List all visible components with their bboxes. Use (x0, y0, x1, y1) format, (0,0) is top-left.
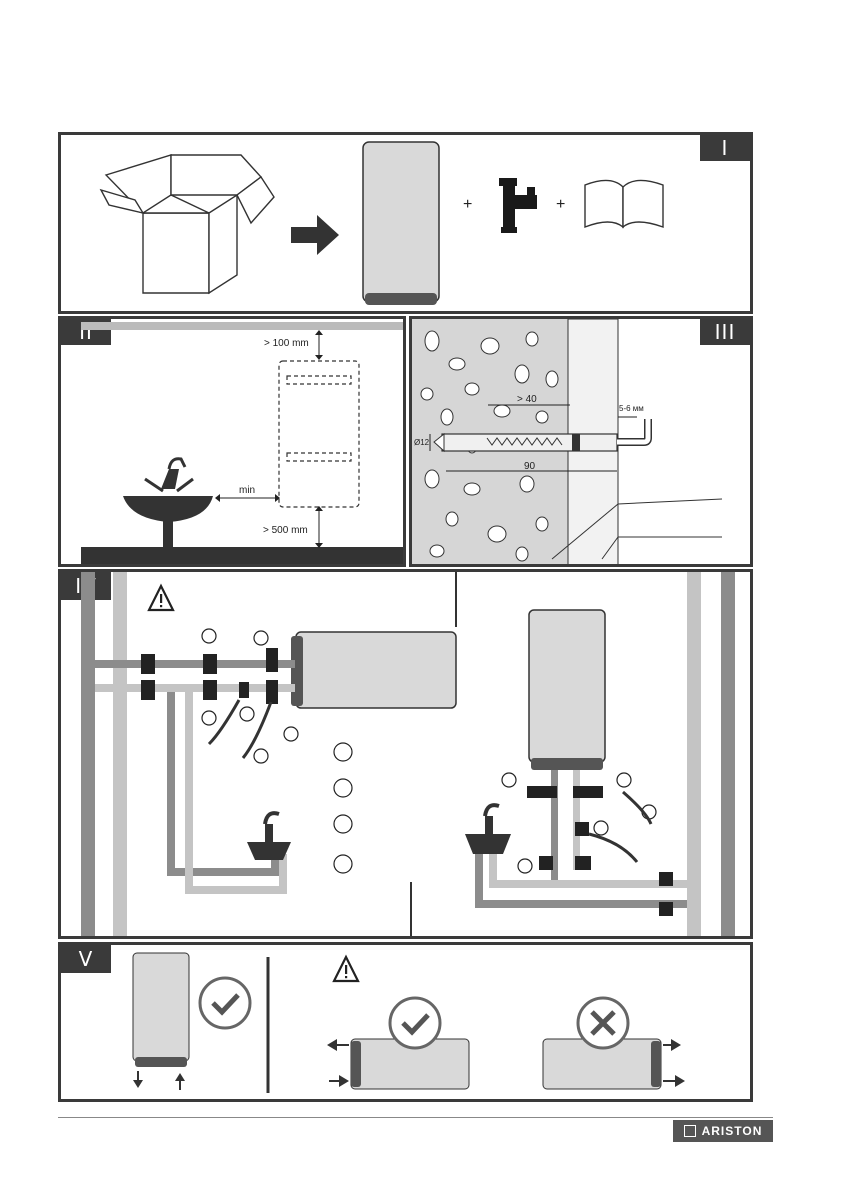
plus-sign: + (463, 196, 472, 213)
footer-divider (58, 1117, 773, 1118)
safety-valve-icon (499, 178, 537, 233)
clearance-side-label: min (239, 485, 255, 496)
plus-sign: + (556, 196, 565, 213)
unpacking-illustration: + + (99, 141, 664, 305)
panel-badge: V (61, 945, 111, 973)
plumbing-illustration (81, 572, 735, 936)
diameter-label: Ø12 (414, 438, 430, 447)
panel-badge: III (700, 319, 750, 345)
floor (81, 547, 403, 564)
vertical-heater (528, 609, 606, 763)
gap-label: 5-6 мм (619, 404, 644, 413)
panel-plumbing: IV (58, 569, 753, 939)
panel-clearances: II > 100 mm min > 500 mm (58, 316, 406, 567)
clearance-illustration: > 100 mm min > 500 mm (81, 322, 403, 564)
warning-icon (147, 583, 175, 612)
manual-book-icon (584, 179, 664, 229)
brand-name: ARISTON (701, 1124, 763, 1138)
clearance-bottom-label: > 500 mm (263, 525, 308, 536)
faucet-icon (247, 811, 291, 860)
brand-logo: ARISTON (673, 1120, 773, 1142)
panel-unpacking: I + + (58, 132, 753, 314)
faucet-icon (465, 803, 511, 854)
depth-label: > 40 (517, 394, 537, 405)
sink-icon (123, 457, 213, 559)
water-heater-icon (362, 141, 440, 305)
heater-outline (278, 360, 360, 508)
check-icon (388, 996, 442, 1050)
horizontal-heater (295, 631, 457, 709)
cross-icon (576, 996, 630, 1050)
box-icon (99, 154, 275, 295)
check-icon (198, 976, 252, 1030)
panel-badge: I (700, 135, 750, 161)
panel-orientation: V (58, 942, 753, 1102)
length-label: 90 (524, 461, 536, 472)
ceiling (81, 322, 403, 330)
arrow-right-icon (291, 215, 339, 255)
ariston-house-icon (683, 1125, 696, 1137)
panel-wall-anchor: III > 40 90 Ø12 5-6 мм (409, 316, 753, 567)
orientation-illustration (132, 952, 685, 1093)
clearance-top-label: > 100 mm (264, 338, 309, 349)
warning-icon (332, 954, 360, 983)
anchor-illustration: > 40 90 Ø12 5-6 мм (412, 319, 723, 564)
anchor-plug (441, 433, 618, 452)
